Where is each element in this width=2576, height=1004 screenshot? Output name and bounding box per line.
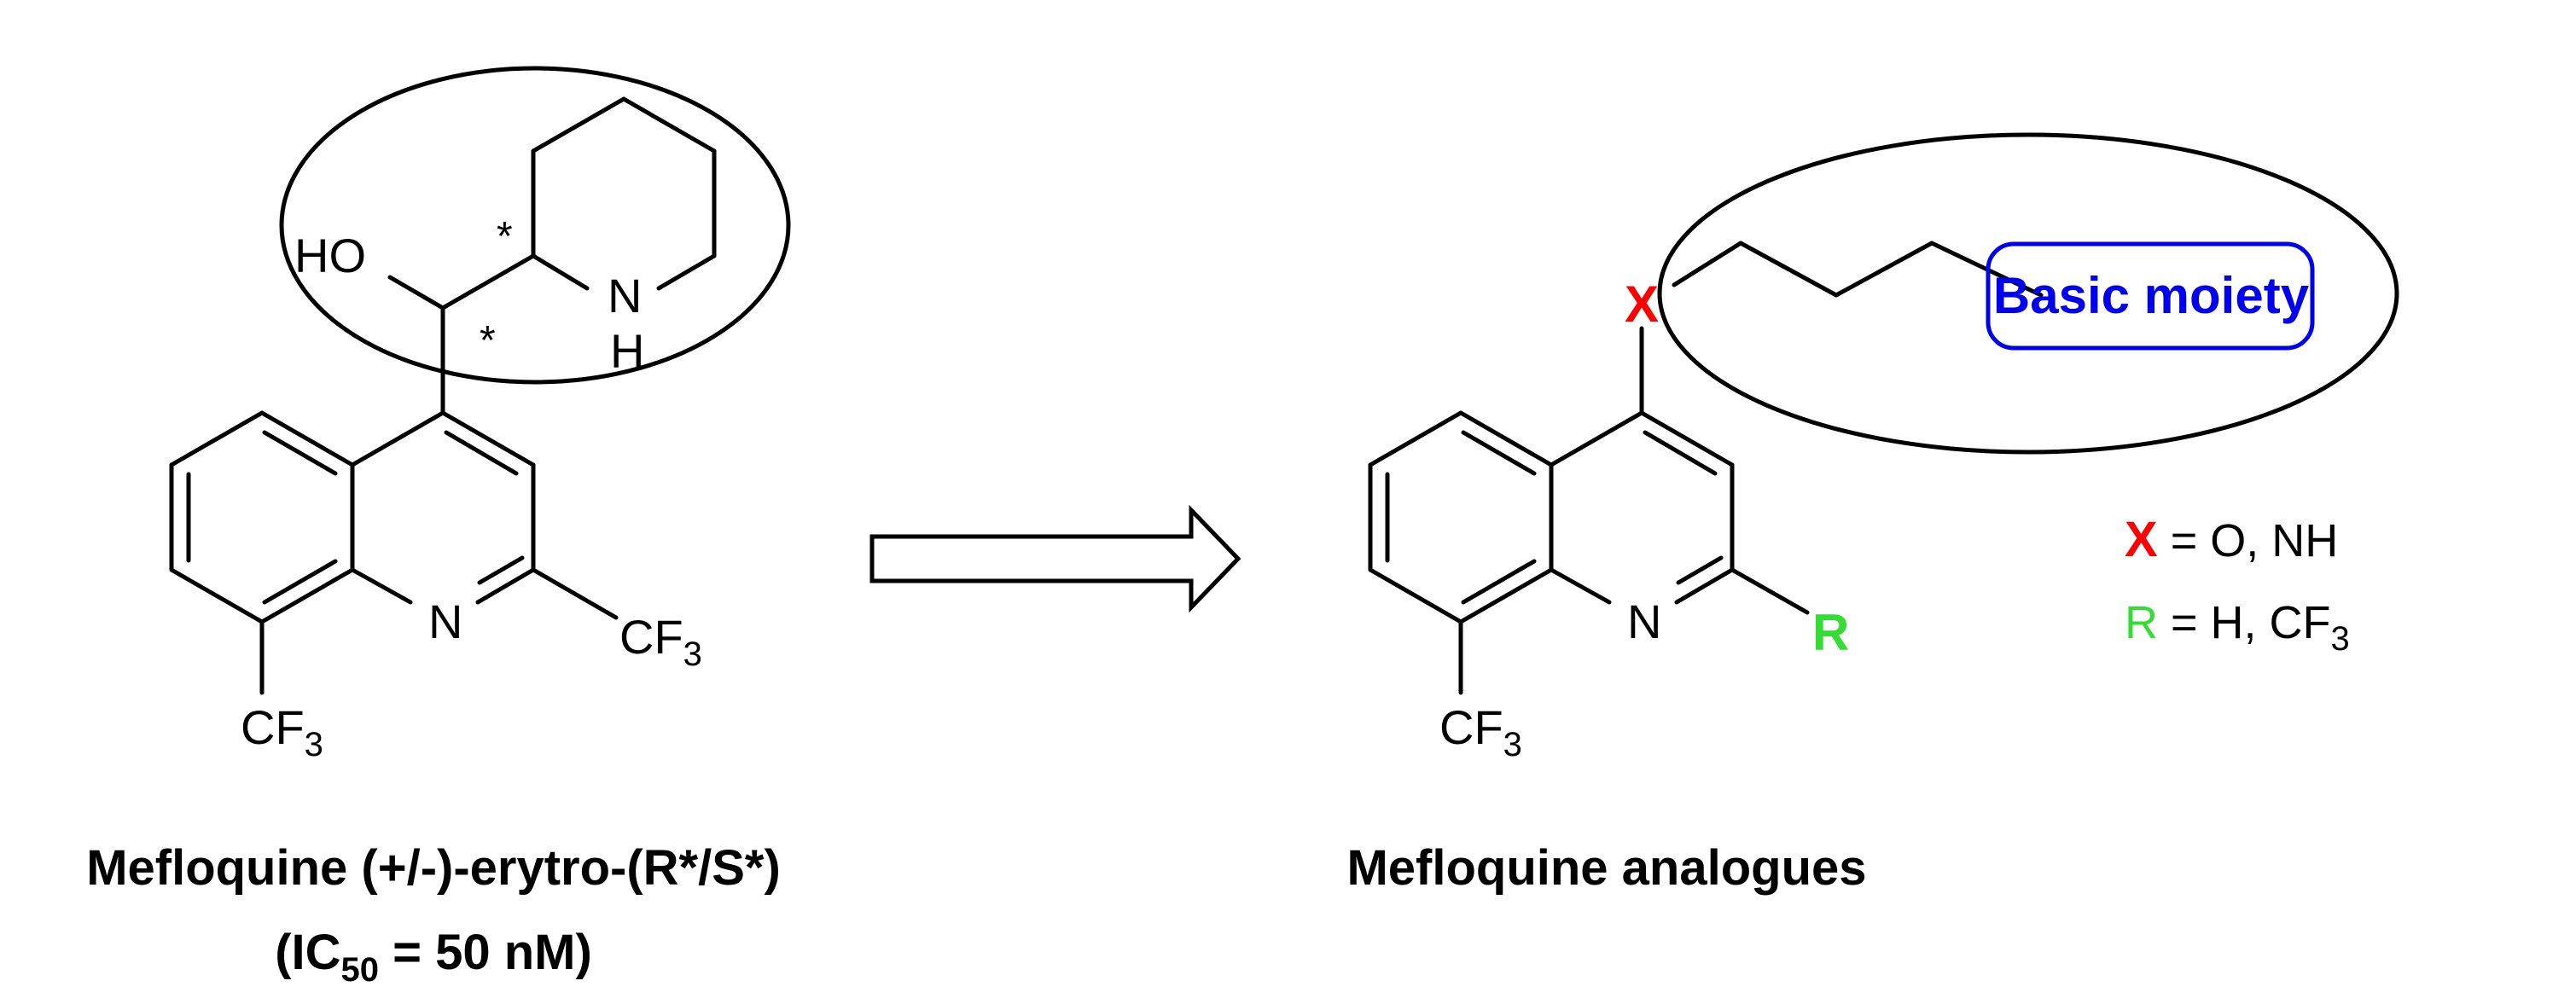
side-chain-highlight-ellipse-right: [1657, 132, 2399, 455]
mefloquine-caption-line1: Mefloquine (+/-)-erytro-(R*/S*): [86, 840, 781, 896]
basic-moiety-label: Basic moiety: [1993, 267, 2310, 324]
stereocenter-star-2: *: [480, 318, 496, 363]
side-chain-highlight-ellipse: [279, 66, 791, 385]
analogue-quinoline-n-label: N: [1627, 595, 1661, 648]
cf3-c8-label: CF3: [241, 700, 323, 763]
legend-x-line: X = O, NH: [2125, 512, 2338, 567]
substituent-legend: X = O, NH R = H, CF3: [2125, 512, 2350, 658]
quinoline-pyridine-ring: [350, 410, 536, 605]
legend-r-line: R = H, CF3: [2125, 597, 2350, 658]
mefloquine-structure: HO N H N CF3 CF3 * *: [169, 66, 791, 763]
analogue-structure: Basic moiety X R N CF3: [1368, 132, 2399, 763]
stereocenter-star-1: *: [497, 214, 513, 259]
analogue-benzo-ring: [1368, 410, 1554, 624]
quinoline-benzo-ring: [169, 410, 355, 624]
cf3-c2-label: CF3: [619, 610, 702, 673]
r-substituent-label: R: [1812, 604, 1849, 661]
quinoline-n-label: N: [428, 595, 462, 648]
analogue-cf3-c8-label: CF3: [1439, 700, 1522, 763]
piperidine-n-label: N: [608, 269, 642, 322]
analogues-caption: Mefloquine analogues: [1346, 840, 1866, 896]
transformation-arrow: [869, 504, 1241, 613]
mefloquine-caption-line2: (IC50 = 50 nM): [275, 925, 592, 989]
basic-moiety-box: [1986, 241, 2315, 351]
hydroxyl-label: HO: [294, 229, 366, 282]
x-linker-label: X: [1625, 276, 1659, 333]
analogue-pyridine-ring: [1549, 410, 1735, 605]
piperidine-ring: [531, 96, 717, 291]
piperidine-h-label: H: [610, 324, 644, 378]
